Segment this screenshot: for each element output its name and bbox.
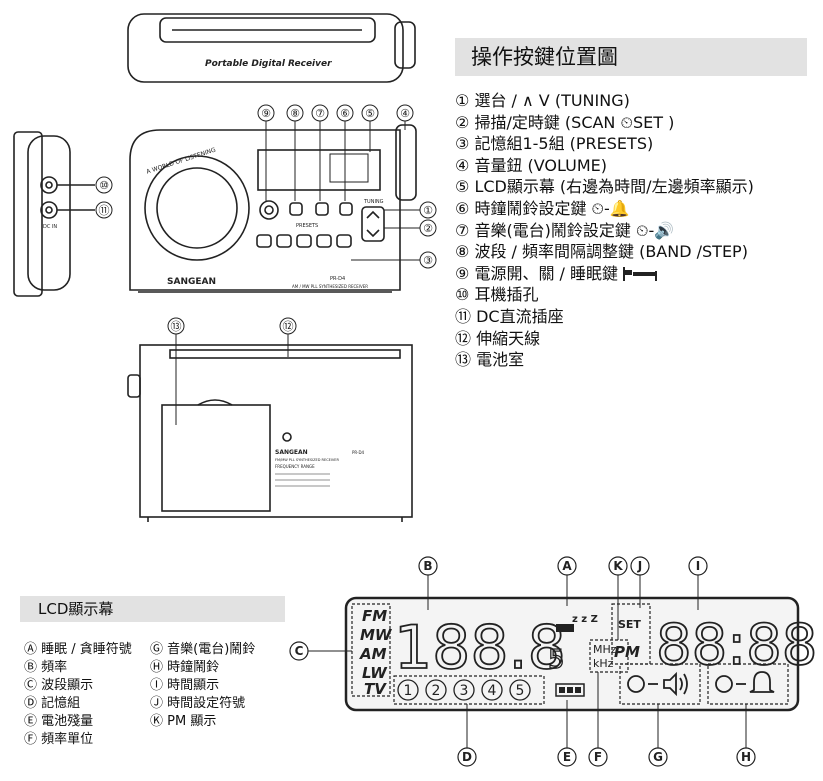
svg-text:K: K xyxy=(613,559,623,573)
front-view-radio: A WORLD OF LISTENING PRESETS TUNING SANG… xyxy=(129,124,417,293)
svg-text:AM / MW PLL SYNTHESIZED RECEIV: AM / MW PLL SYNTHESIZED RECEIVER xyxy=(292,284,368,289)
svg-text:E: E xyxy=(563,750,571,764)
svg-text:⑤: ⑤ xyxy=(365,107,375,120)
svg-text:TV: TV xyxy=(364,680,387,698)
lcd-key-item: Ⓗ 時鐘鬧鈴 xyxy=(150,660,220,675)
legend-item: ③ 記憶組1-5組 (PRESETS) xyxy=(455,134,654,154)
svg-text:FREQUENCY RANGE: FREQUENCY RANGE xyxy=(275,464,315,469)
svg-text:④: ④ xyxy=(400,107,410,120)
svg-text:DC IN: DC IN xyxy=(43,224,57,230)
lcd-key-item: Ⓕ 頻率單位 xyxy=(24,732,94,747)
svg-text:①: ① xyxy=(423,204,433,217)
svg-text:z z Z: z z Z xyxy=(572,614,598,625)
svg-text:1: 1 xyxy=(404,683,413,699)
svg-text:TUNING: TUNING xyxy=(363,199,384,205)
svg-text:⑧: ⑧ xyxy=(290,107,300,120)
svg-text:⑨: ⑨ xyxy=(261,107,271,120)
svg-text:2: 2 xyxy=(432,683,441,699)
svg-text:③: ③ xyxy=(423,254,433,267)
legend-item: ⑫ 伸縮天線 xyxy=(455,328,541,348)
lcd-key-left: Ⓐ 睡眠 / 貪睡符號 Ⓑ 頻率 Ⓒ 波段顯示 Ⓓ 記憶組 Ⓔ 電池殘量 Ⓕ 頻… xyxy=(24,641,132,749)
svg-text:⑩: ⑩ xyxy=(99,179,109,192)
svg-text:C: C xyxy=(295,644,304,658)
legend-item: ① 選台 / ∧ V (TUNING) xyxy=(455,91,630,110)
svg-text:FM: FM xyxy=(362,607,387,625)
svg-text:⑫: ⑫ xyxy=(283,320,294,333)
svg-text:D: D xyxy=(462,750,472,764)
lcd-section-title: LCD顯示幕 xyxy=(20,596,285,622)
lcd-key-item: Ⓘ 時間顯示 xyxy=(150,678,220,693)
svg-text:5: 5 xyxy=(516,683,525,699)
lcd-key-item: Ⓚ PM 顯示 xyxy=(150,714,217,729)
legend-item: ⑥ 時鐘鬧鈴設定鍵 ⏲-🔔 xyxy=(455,198,630,218)
lcd-key-right: Ⓖ 音樂(電台)鬧鈴 Ⓗ 時鐘鬧鈴 Ⓘ 時間顯示 Ⓙ 時間設定符號 Ⓚ PM 顯… xyxy=(150,641,255,731)
lcd-key-item: Ⓒ 波段顯示 xyxy=(24,678,94,693)
svg-text:SET: SET xyxy=(618,618,641,631)
svg-text:A: A xyxy=(562,559,572,573)
svg-text:H: H xyxy=(741,750,751,764)
legend-item: ② 掃描/定時鍵 (SCAN ⏲SET ) xyxy=(455,112,675,132)
svg-text:FM/MW PLL SYNTHESIZED RECEIVER: FM/MW PLL SYNTHESIZED RECEIVER xyxy=(275,458,339,462)
lcd-key-item: Ⓓ 記憶組 xyxy=(24,696,81,711)
top-view-label: Portable Digital Receiver xyxy=(205,59,332,69)
svg-text:PR-D4: PR-D4 xyxy=(352,450,365,455)
legend-item: ⑨ 電源開、關 / 睡眠鍵 xyxy=(455,263,815,285)
svg-text:4: 4 xyxy=(488,683,497,699)
top-view-radio: Portable Digital Receiver xyxy=(127,13,416,83)
lcd-frequency: 188.8 xyxy=(394,613,566,683)
svg-text:kHz: kHz xyxy=(593,657,614,670)
svg-text:PR-D4: PR-D4 xyxy=(330,276,345,282)
svg-text:SANGEAN: SANGEAN xyxy=(167,277,216,287)
side-view-radio: DC IN xyxy=(13,131,95,297)
svg-text:G: G xyxy=(653,750,663,764)
legend-item: ④ 音量鈕 (VOLUME) xyxy=(455,155,608,175)
lcd-key-item: Ⓑ 頻率 xyxy=(24,660,68,675)
svg-text:⑪: ⑪ xyxy=(99,204,110,217)
lcd-key-item: Ⓔ 電池殘量 xyxy=(24,714,94,729)
lcd-key-item: Ⓐ 睡眠 / 貪睡符號 xyxy=(24,642,132,657)
svg-text:⑦: ⑦ xyxy=(315,107,325,120)
lcd-key-item: Ⓙ 時間設定符號 xyxy=(150,696,246,711)
svg-text:PRESETS: PRESETS xyxy=(296,223,318,229)
controls-legend: ① 選台 / ∧ V (TUNING) ② 掃描/定時鍵 (SCAN ⏲SET … xyxy=(455,90,815,371)
back-view-radio: SANGEAN PR-D4 FM/MW PLL SYNTHESIZED RECE… xyxy=(127,344,413,522)
svg-text:PM: PM xyxy=(614,643,640,661)
legend-item: ⑩ 耳機插孔 xyxy=(455,285,539,305)
svg-text:SANGEAN: SANGEAN xyxy=(275,449,308,456)
legend-item: ⑤ LCD顯示幕 (右邊為時間/左邊頻率顯示) xyxy=(455,177,754,197)
svg-text:I: I xyxy=(696,559,700,573)
lcd-display: FM MW AM LW TV 188.8 5 MHz kHz z z Z SET… xyxy=(289,556,818,767)
svg-text:5: 5 xyxy=(548,645,565,675)
page-title: 操作按鍵位置圖 xyxy=(455,38,807,76)
svg-text:F: F xyxy=(594,750,602,764)
svg-text:B: B xyxy=(423,559,432,573)
svg-text:AM: AM xyxy=(359,645,387,663)
lcd-key-item: Ⓖ 音樂(電台)鬧鈴 xyxy=(150,642,256,657)
bed-icon xyxy=(623,266,658,281)
legend-item: ⑧ 波段 / 頻率間隔調整鍵 (BAND /STEP) xyxy=(455,242,748,262)
legend-item: ⑬ 電池室 xyxy=(455,350,525,370)
svg-text:J: J xyxy=(637,559,642,573)
lcd-time: 88:88 xyxy=(656,613,817,678)
svg-text:MW: MW xyxy=(360,626,393,644)
svg-text:⑥: ⑥ xyxy=(340,107,350,120)
svg-text:LW: LW xyxy=(362,664,388,682)
svg-text:⑬: ⑬ xyxy=(171,320,182,333)
svg-text:MHz: MHz xyxy=(593,643,617,656)
svg-text:3: 3 xyxy=(460,683,469,699)
legend-item: ⑪ DC直流插座 xyxy=(455,306,564,326)
legend-item: ⑦ 音樂(電台)鬧鈴設定鍵 ⏲-🔊 xyxy=(455,220,675,240)
svg-text:②: ② xyxy=(423,222,433,235)
